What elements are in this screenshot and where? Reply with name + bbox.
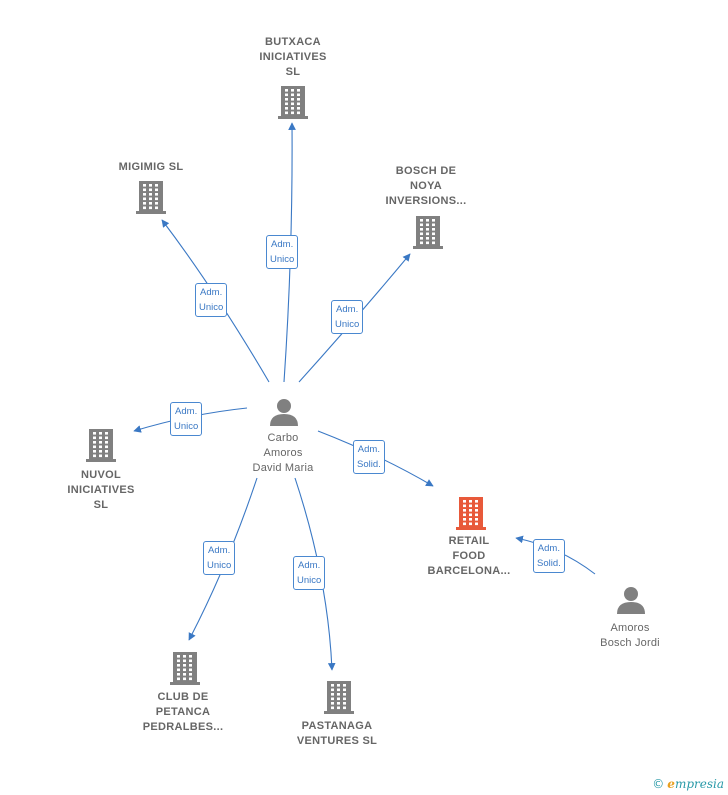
- node-label[interactable]: PASTANAGA VENTURES SL: [296, 720, 378, 747]
- node-label[interactable]: NUVOL INICIATIVES SL: [67, 469, 135, 511]
- person-icon[interactable]: [616, 586, 646, 619]
- node-label[interactable]: MIGIMIG SL: [118, 161, 184, 173]
- node-label[interactable]: CLUB DE PETANCA PEDRALBES...: [142, 691, 224, 733]
- building-icon[interactable]: [136, 180, 166, 219]
- person-icon[interactable]: [269, 398, 299, 431]
- relation-label-butxaca[interactable]: Adm. Unico: [266, 235, 299, 269]
- relation-label-retail[interactable]: Adm. Solid.: [353, 440, 385, 474]
- building-icon[interactable]: [170, 651, 200, 690]
- node-label[interactable]: Carbo Amoros David Maria: [252, 432, 314, 474]
- relation-label-retail[interactable]: Adm. Solid.: [533, 539, 565, 573]
- node-label[interactable]: Amoros Bosch Jordi: [600, 622, 660, 649]
- relation-label-bosch_noya[interactable]: Adm. Unico: [331, 300, 364, 334]
- relation-label-nuvol[interactable]: Adm. Unico: [170, 402, 203, 436]
- node-label[interactable]: RETAIL FOOD BARCELONA...: [427, 535, 511, 577]
- relation-label-pastanaga[interactable]: Adm. Unico: [293, 556, 326, 590]
- copyright-icon: ©: [652, 777, 665, 791]
- relation-label-club[interactable]: Adm. Unico: [203, 541, 236, 575]
- brand-logo-initial: e: [667, 777, 675, 791]
- node-label[interactable]: BOSCH DE NOYA INVERSIONS...: [385, 165, 467, 207]
- footer-brand[interactable]: ©empresia: [652, 777, 724, 791]
- building-icon[interactable]: [278, 85, 308, 124]
- building-icon[interactable]: [324, 680, 354, 719]
- brand-logo-text: mpresia: [674, 777, 724, 791]
- building-icon[interactable]: [456, 496, 486, 535]
- building-icon[interactable]: [86, 428, 116, 467]
- node-label[interactable]: BUTXACA INICIATIVES SL: [259, 36, 327, 78]
- relation-label-migimig[interactable]: Adm. Unico: [195, 283, 228, 317]
- building-icon[interactable]: [413, 215, 443, 254]
